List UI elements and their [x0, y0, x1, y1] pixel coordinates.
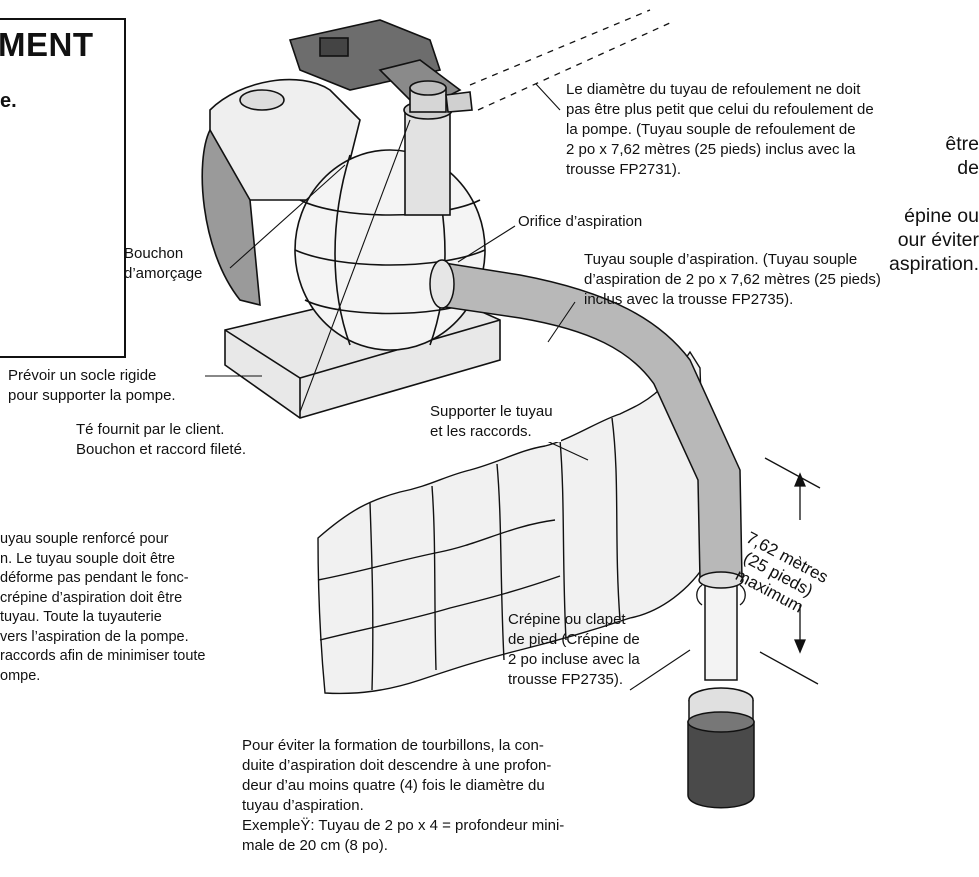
suction-port-label: Orifice d’aspiration — [518, 213, 643, 230]
tee-label: Té fournit par le client. Bouchon et rac… — [76, 421, 247, 458]
suction-pipe — [688, 571, 754, 727]
water-surface — [317, 350, 709, 695]
priming-tee — [403, 80, 473, 216]
warning-box — [0, 68, 126, 358]
suction-hose-note: Tuyau souple d’aspiration. (Tuyau souple… — [584, 251, 881, 308]
priming-plug-label: Bouchon d’amorçage — [124, 245, 203, 282]
warning-body: être de épine ou our éviter aspiration. — [889, 133, 979, 275]
rigid-base-label: Prévoir un socle rigide pour supporter l… — [8, 367, 176, 404]
depth-dimension — [696, 457, 821, 685]
vortex-note: Pour éviter la formation de tourbillons,… — [242, 737, 565, 854]
discharge-hose — [469, 9, 673, 111]
pump-housing — [294, 149, 486, 351]
leader-lines — [205, 83, 691, 691]
hose-instructions: uyau souple renforcé pour n. Le tuyau so… — [0, 531, 206, 684]
strainer-label: Crépine ou clapet de pied (Crépine de 2 … — [508, 611, 640, 688]
foot-strainer — [687, 711, 755, 809]
pump-engine — [201, 19, 462, 307]
support-hose-label: Supporter le tuyau et les raccords. — [430, 402, 561, 442]
discharge-hose-note: Le diamètre du tuyau de refoulement ne d… — [566, 81, 874, 178]
warning-subtitle: e. — [0, 90, 17, 112]
warning-header-box — [0, 18, 126, 74]
warning-title: MENT — [0, 26, 94, 63]
